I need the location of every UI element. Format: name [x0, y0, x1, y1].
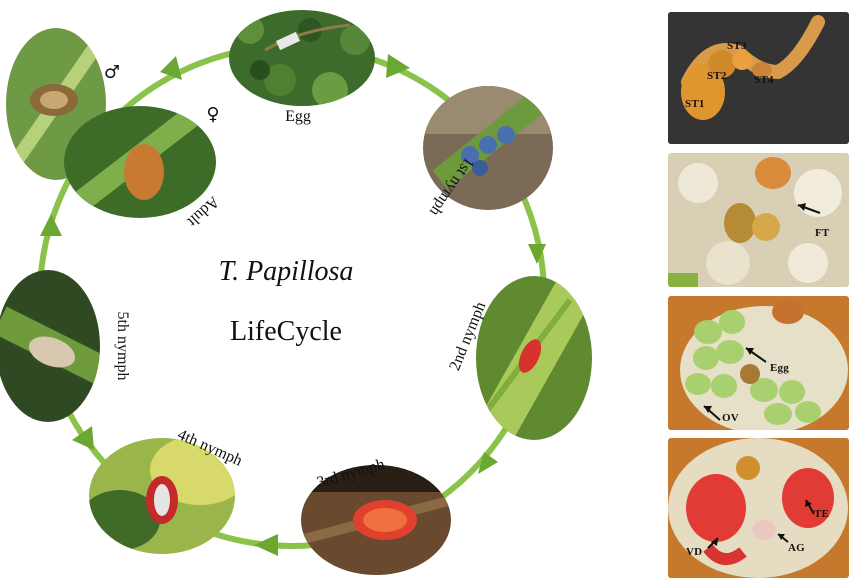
arrow-icon — [478, 452, 498, 474]
panel-label-egg: Egg — [770, 362, 789, 374]
panel-label-st1: ST1 — [685, 98, 705, 110]
panel-label-st2: ST2 — [707, 70, 727, 82]
panel-label-ft: FT — [815, 227, 830, 239]
arrow-icon — [40, 214, 62, 236]
arrow-icon — [707, 499, 815, 549]
arrow-icon — [386, 54, 410, 78]
second-nymph-photo — [476, 276, 592, 440]
species-title: T. Papillosa — [219, 256, 354, 287]
panel-label-te: TE — [814, 508, 830, 520]
stage-label-5th-nymph: 5th nymph — [114, 312, 131, 381]
panel-label-st4: ST4 — [754, 74, 774, 86]
lifecycle-subtitle: LifeCycle — [230, 316, 342, 347]
panel-spermatheca: ST1 ST2 ST3 ST4 — [668, 12, 849, 144]
arrow-icon — [528, 244, 546, 264]
panel-fat-tissue: FT — [668, 153, 849, 287]
panel-label-ov: OV — [722, 412, 739, 424]
arrow-icon — [72, 426, 94, 450]
arrow-icon — [160, 56, 182, 80]
panel-label-st3: ST3 — [727, 40, 747, 52]
arrow-icon — [797, 203, 821, 214]
male-symbol: ♂ — [104, 62, 120, 83]
panel-label-ag: AG — [788, 542, 805, 554]
egg-photo — [229, 10, 375, 106]
fifth-nymph-photo — [0, 270, 100, 422]
adult-female-photo — [64, 106, 216, 218]
cycle-arrows — [40, 54, 546, 556]
stage-label-egg: Egg — [285, 108, 311, 125]
panel-testis: TE AG VD — [668, 438, 849, 578]
female-symbol: ♀ — [206, 104, 219, 125]
panel-ovary: Egg OV — [668, 296, 849, 430]
arrow-icon — [703, 347, 767, 421]
arrow-icon — [254, 534, 278, 556]
panel-label-vd: VD — [686, 546, 703, 558]
